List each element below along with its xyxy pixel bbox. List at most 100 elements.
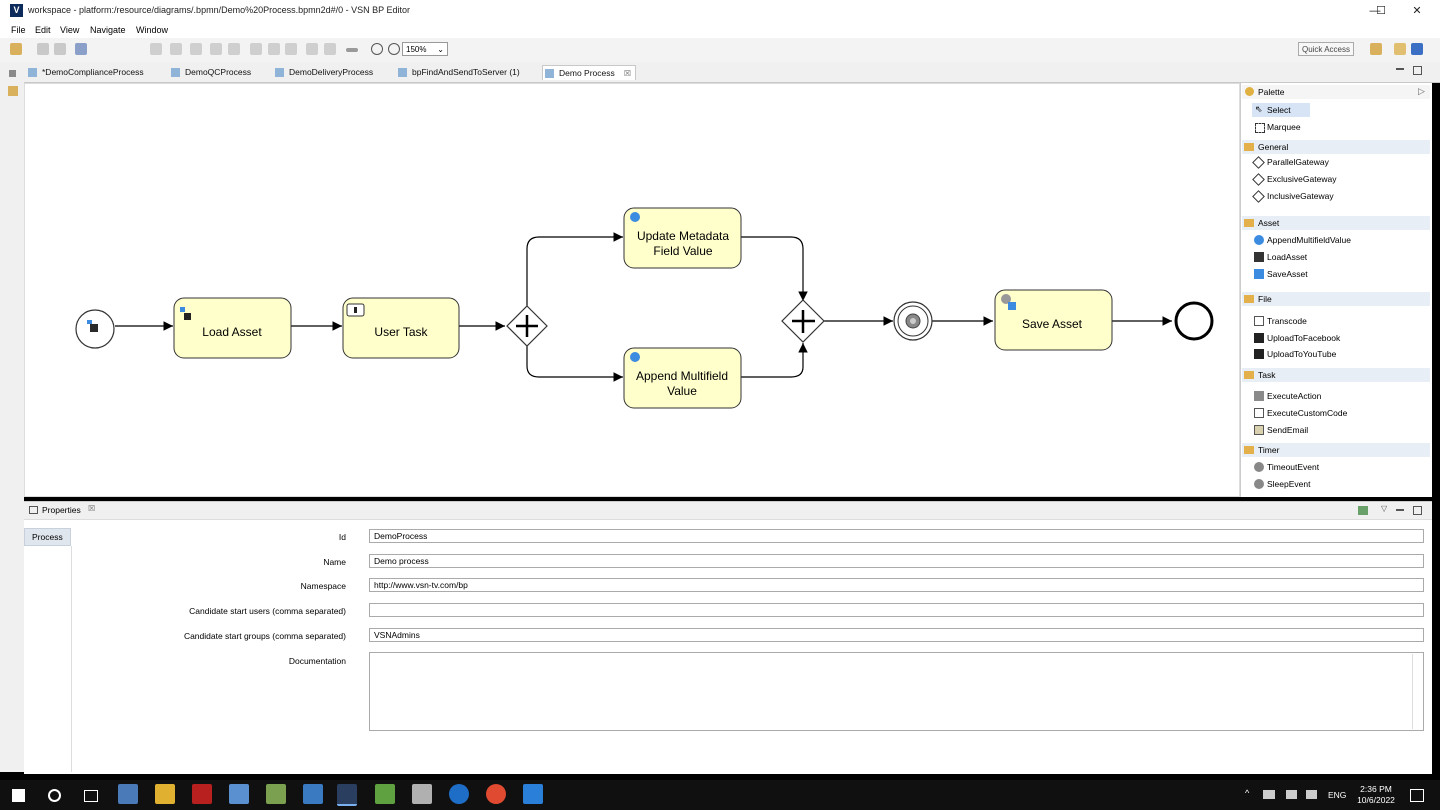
namespace-field[interactable]: http://www.vsn-tv.com/bp (369, 578, 1424, 592)
palette-group-timer[interactable]: Timer (1242, 443, 1430, 457)
palette-group-asset[interactable]: Asset (1242, 216, 1430, 230)
tab-bpfindandsendtoserver[interactable]: bpFindAndSendToServer (1) (396, 65, 530, 80)
file-explorer-app-icon[interactable] (118, 784, 138, 804)
notification-icon[interactable] (1410, 789, 1424, 802)
palette-item-saveasset[interactable]: SaveAsset (1267, 269, 1308, 279)
palette-item-parallelgateway[interactable]: ParallelGateway (1267, 157, 1329, 167)
palette-item-uploadtoyoutube[interactable]: UploadToYouTube (1267, 349, 1337, 359)
pin-icon[interactable] (1358, 506, 1368, 515)
documentation-field[interactable] (369, 652, 1424, 731)
palette-group-task[interactable]: Task (1242, 368, 1430, 382)
documentation-scrollbar[interactable] (1412, 654, 1423, 729)
clock[interactable]: 2:36 PM 10/6/2022 (1352, 784, 1400, 806)
close-view-icon[interactable]: ☒ (88, 504, 96, 513)
zoom-out-icon[interactable] (371, 43, 383, 55)
diagram-canvas[interactable]: Load Asset User Task Update Metadata Fie… (24, 83, 1240, 497)
flow-fork-to-append[interactable] (526, 346, 623, 382)
save-icon[interactable] (37, 43, 49, 55)
palette-item-executeaction[interactable]: ExecuteAction (1267, 391, 1322, 401)
name-field[interactable]: Demo process (369, 554, 1424, 568)
tray-chevron-icon[interactable]: ^ (1245, 788, 1250, 798)
palette-item-executecustomcode[interactable]: ExecuteCustomCode (1267, 408, 1348, 418)
align-middle-icon[interactable] (268, 43, 280, 55)
chat-app-icon[interactable] (523, 784, 543, 804)
align-right-icon[interactable] (228, 43, 240, 55)
start-users-field[interactable] (369, 603, 1424, 617)
copy-icon[interactable] (150, 43, 162, 55)
parallel-gateway-join[interactable] (781, 299, 825, 343)
palette-group-general[interactable]: General (1242, 140, 1430, 154)
open-perspective-icon[interactable] (1370, 43, 1382, 55)
tab-demo-process[interactable]: Demo Process☒ (542, 65, 636, 80)
save-all-icon[interactable] (54, 43, 66, 55)
task-load-asset[interactable]: Load Asset (173, 297, 292, 359)
flow-update-to-join[interactable] (741, 236, 808, 301)
maximize-button[interactable]: ☐ (1376, 5, 1386, 17)
palette-item-appendmultifieldvalue[interactable]: AppendMultifieldValue (1267, 235, 1351, 245)
print-icon[interactable] (75, 43, 87, 55)
vsn-editor-app-icon[interactable] (337, 784, 357, 806)
match-width-icon[interactable] (306, 43, 318, 55)
tool-app-icon[interactable] (266, 784, 286, 804)
palette-tool-marquee[interactable]: Marquee (1252, 120, 1332, 134)
maximize-editor-icon[interactable] (1413, 66, 1422, 75)
close-button[interactable]: ✕ (1412, 5, 1422, 17)
parallel-gateway-fork[interactable] (506, 305, 548, 347)
new-icon[interactable] (10, 43, 22, 55)
folder-app-icon[interactable] (155, 784, 175, 804)
tray-wifi-icon[interactable] (1286, 790, 1297, 799)
flow-append-to-join[interactable] (741, 343, 808, 378)
menu-edit[interactable]: Edit (35, 25, 51, 35)
language-indicator[interactable]: ENG (1328, 790, 1347, 800)
close-tab-icon[interactable]: ☒ (623, 69, 631, 78)
search-icon[interactable] (48, 789, 61, 802)
task-view-icon[interactable] (84, 790, 98, 802)
task-update-metadata[interactable]: Update Metadata Field Value (623, 207, 742, 269)
task-save-asset[interactable]: Save Asset (994, 289, 1113, 351)
teamviewer-app-icon[interactable] (449, 784, 469, 804)
palette-item-sleepevent[interactable]: SleepEvent (1267, 479, 1311, 489)
maximize-view-icon[interactable] (1413, 506, 1422, 515)
palette-collapse-icon[interactable]: ▷ (1418, 86, 1425, 96)
menu-navigate[interactable]: Navigate (90, 25, 126, 35)
zoom-select[interactable]: 150%⌄ (402, 42, 448, 56)
tab-demodeliveryprocess[interactable]: DemoDeliveryProcess (273, 65, 383, 80)
palette-tool-select[interactable]: ⇖ Select (1252, 103, 1310, 117)
menu-view[interactable]: View (60, 25, 80, 35)
palette-item-uploadtofacebook[interactable]: UploadToFacebook (1267, 333, 1341, 343)
view-menu-icon[interactable]: ▽ (1381, 504, 1388, 513)
palette-item-loadasset[interactable]: LoadAsset (1267, 252, 1308, 262)
remote-app-icon[interactable] (303, 784, 323, 804)
menu-window[interactable]: Window (136, 25, 169, 35)
chrome-app-icon[interactable] (486, 784, 506, 804)
windows-start-icon[interactable] (12, 789, 25, 802)
project-explorer-icon[interactable] (8, 86, 18, 96)
palette-item-timeoutevent[interactable]: TimeoutEvent (1267, 462, 1320, 472)
task-append-multifield[interactable]: Append Multifield Value (623, 347, 742, 409)
minimize-editor-icon[interactable] (1396, 68, 1404, 70)
palette-item-sendemail[interactable]: SendEmail (1267, 425, 1309, 435)
printer-app-icon[interactable] (412, 784, 432, 804)
tray-volume-icon[interactable] (1306, 790, 1317, 799)
end-event[interactable] (1174, 301, 1214, 341)
align-left-icon[interactable] (190, 43, 202, 55)
minimize-button[interactable]: — (1369, 5, 1381, 17)
properties-section-tab[interactable]: Process (24, 528, 71, 546)
quick-access-input[interactable]: Quick Access (1298, 42, 1354, 56)
line-icon[interactable] (346, 48, 358, 52)
tab-demoqcprocess[interactable]: DemoQCProcess (169, 65, 261, 80)
filezilla-app-icon[interactable] (192, 784, 212, 804)
align-bottom-icon[interactable] (285, 43, 297, 55)
network-app-icon[interactable] (229, 784, 249, 804)
flow-fork-to-update[interactable] (526, 232, 623, 306)
bpm-perspective-icon[interactable] (1411, 43, 1423, 55)
start-groups-field[interactable]: VSNAdmins (369, 628, 1424, 642)
align-center-icon[interactable] (210, 43, 222, 55)
paste-icon[interactable] (170, 43, 182, 55)
match-height-icon[interactable] (324, 43, 336, 55)
menu-file[interactable]: File (11, 25, 26, 35)
intermediate-event[interactable] (893, 301, 933, 341)
minimize-view-icon[interactable] (1396, 509, 1404, 511)
restore-icon[interactable] (9, 70, 16, 77)
align-top-icon[interactable] (250, 43, 262, 55)
